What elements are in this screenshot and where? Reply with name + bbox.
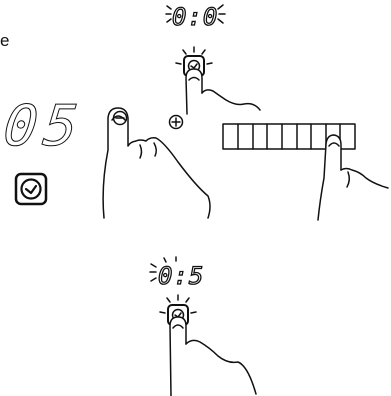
top-display-blink-rays [166,5,225,23]
bottom-finger [170,317,258,396]
bottom-display-blink-rays [150,257,176,281]
left-timer-icon [22,180,41,199]
top-finger [186,69,262,114]
plus-button[interactable] [170,116,183,129]
left-timer-button[interactable] [16,174,46,204]
minus-button[interactable] [114,112,127,125]
